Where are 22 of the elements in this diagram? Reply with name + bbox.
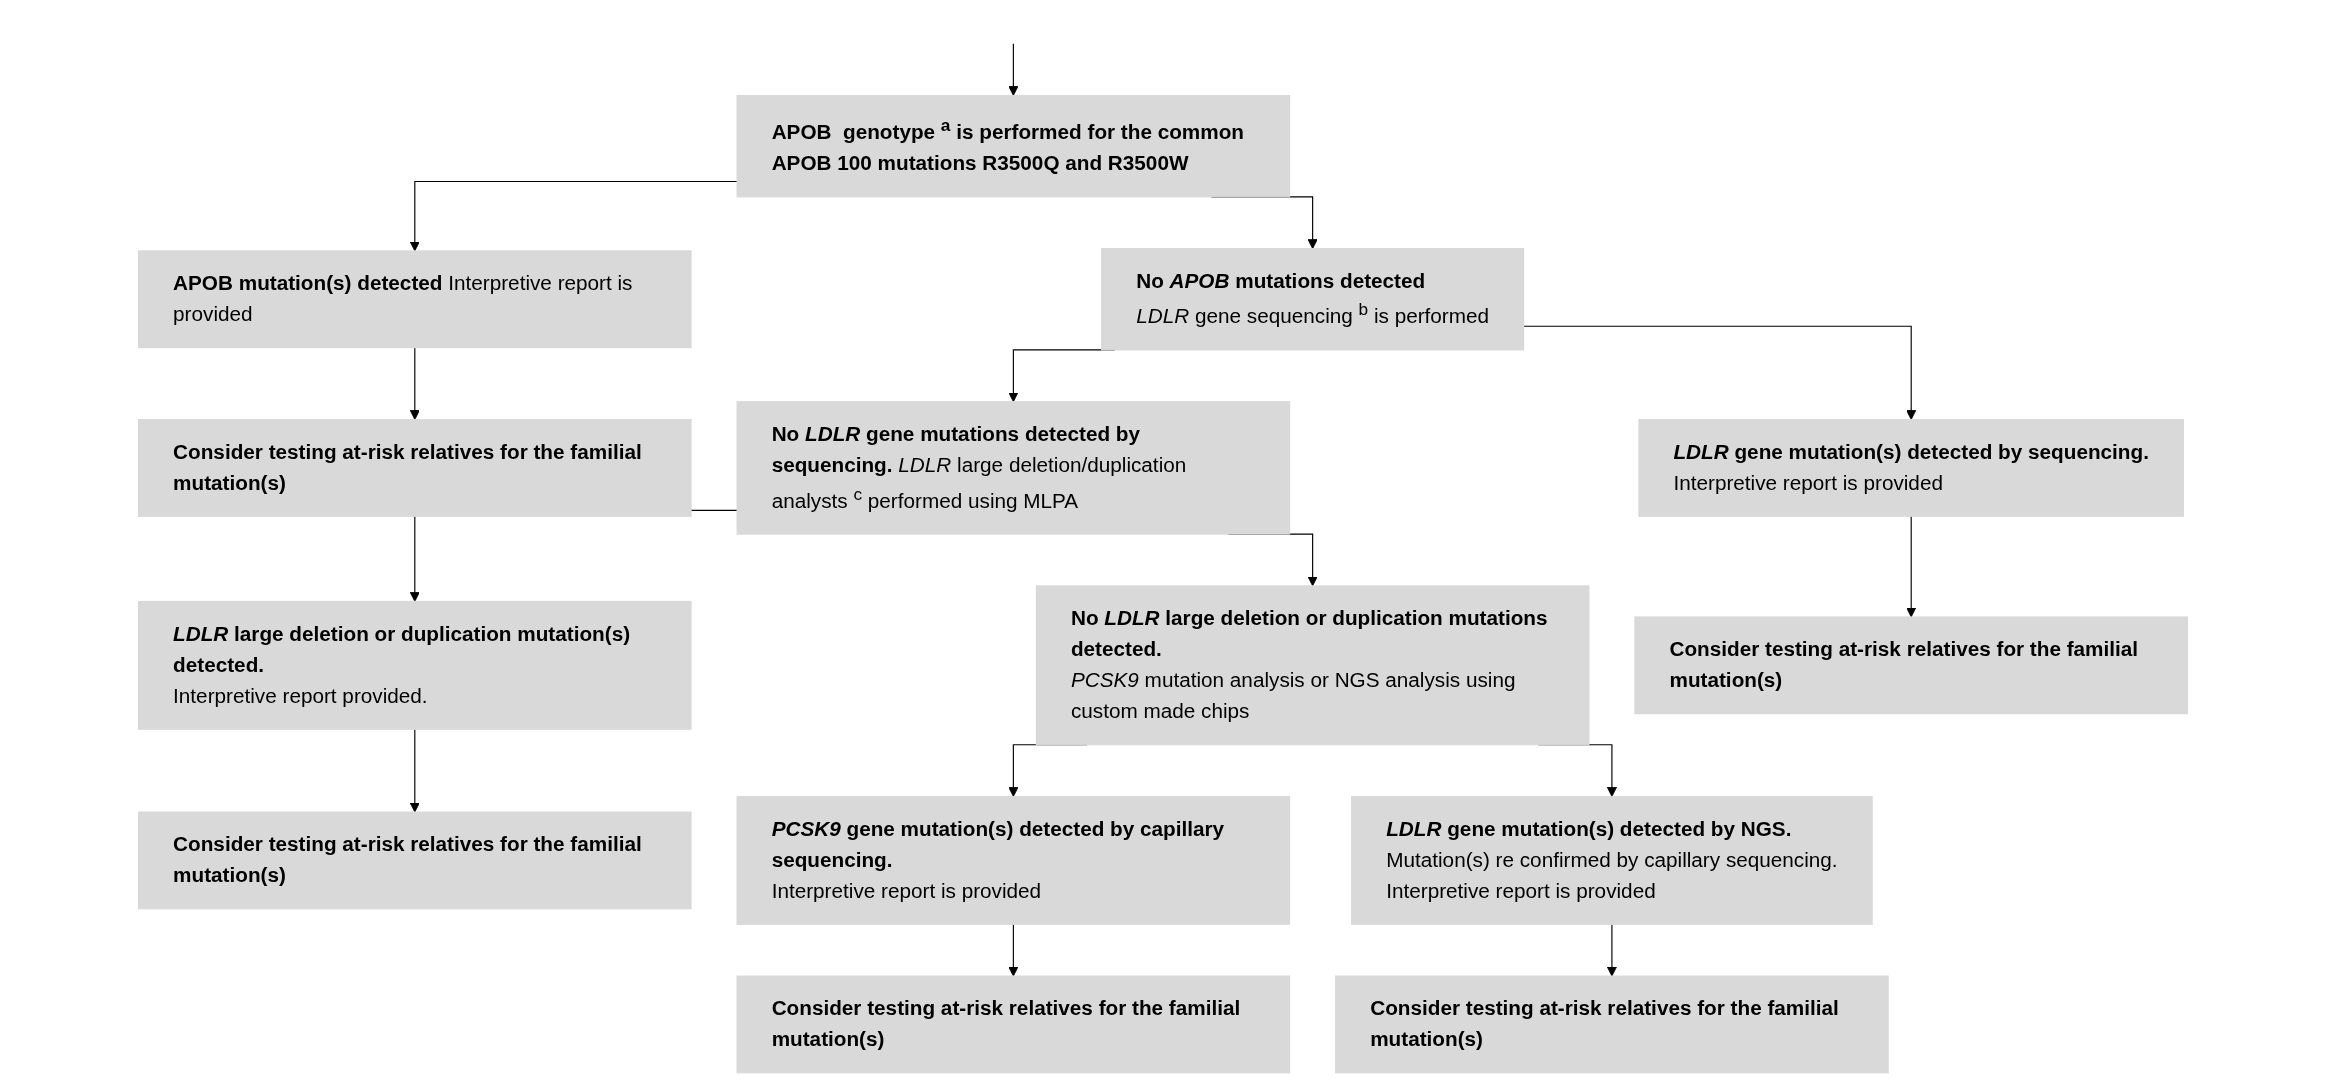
node-box: LDLR large deletion or duplication mutation(s) detected. Interpretive report provided. [137, 600, 692, 730]
arrow [1008, 923, 1019, 977]
node-box: No APOB mutations detected LDLR gene sequencing $^{b}$ is performed [1101, 248, 1525, 351]
node-box: APOB mutation(s) detected Interpretive report is provided [137, 250, 692, 349]
arrow [1523, 325, 1917, 420]
node-box: No LDLR gene mutations detected by sequencing. LDLR large deletion/duplication analysts $^{c}$ performed using MLPA [736, 401, 1291, 535]
arrow [409, 180, 738, 252]
arrow [409, 728, 420, 813]
arrow [409, 347, 420, 420]
arrow [1906, 515, 1917, 618]
arrow [1606, 923, 1617, 977]
node-box: Consider testing at-risk relatives for the familial mutation(s) [1634, 616, 2189, 715]
node-box: LDLR gene mutation(s) detected by sequencing. Interpretive report is provided [1638, 419, 2185, 517]
node-box: Consider testing at-risk relatives for the familial mutation(s) [137, 419, 692, 517]
node-box: LDLR gene mutation(s) detected by NGS. Mutation(s) re confirmed by capillary sequencing. Interpretive report is provided [1351, 795, 1873, 925]
arrow [1008, 43, 1019, 96]
node-box: Consider testing at-risk relatives for the familial mutation(s) [736, 975, 1291, 1074]
node-box: Consider testing at-risk relatives for the familial mutation(s) [1335, 975, 1889, 1074]
node-box: PCSK9 gene mutation(s) detected by capillary sequencing. Interpretive report is provided [736, 795, 1291, 925]
node-box: Consider testing at-risk relatives for the familial mutation(s) [137, 811, 692, 910]
node-box: No LDLR large deletion or duplication mutations detected. PCSK9 mutation analysis or NGS analysis using custom made chips [1035, 585, 1590, 746]
node-box: APOB genotype $^{a}$ is performed for the common APOB 100 mutations R3500Q and R3500W [736, 94, 1291, 198]
